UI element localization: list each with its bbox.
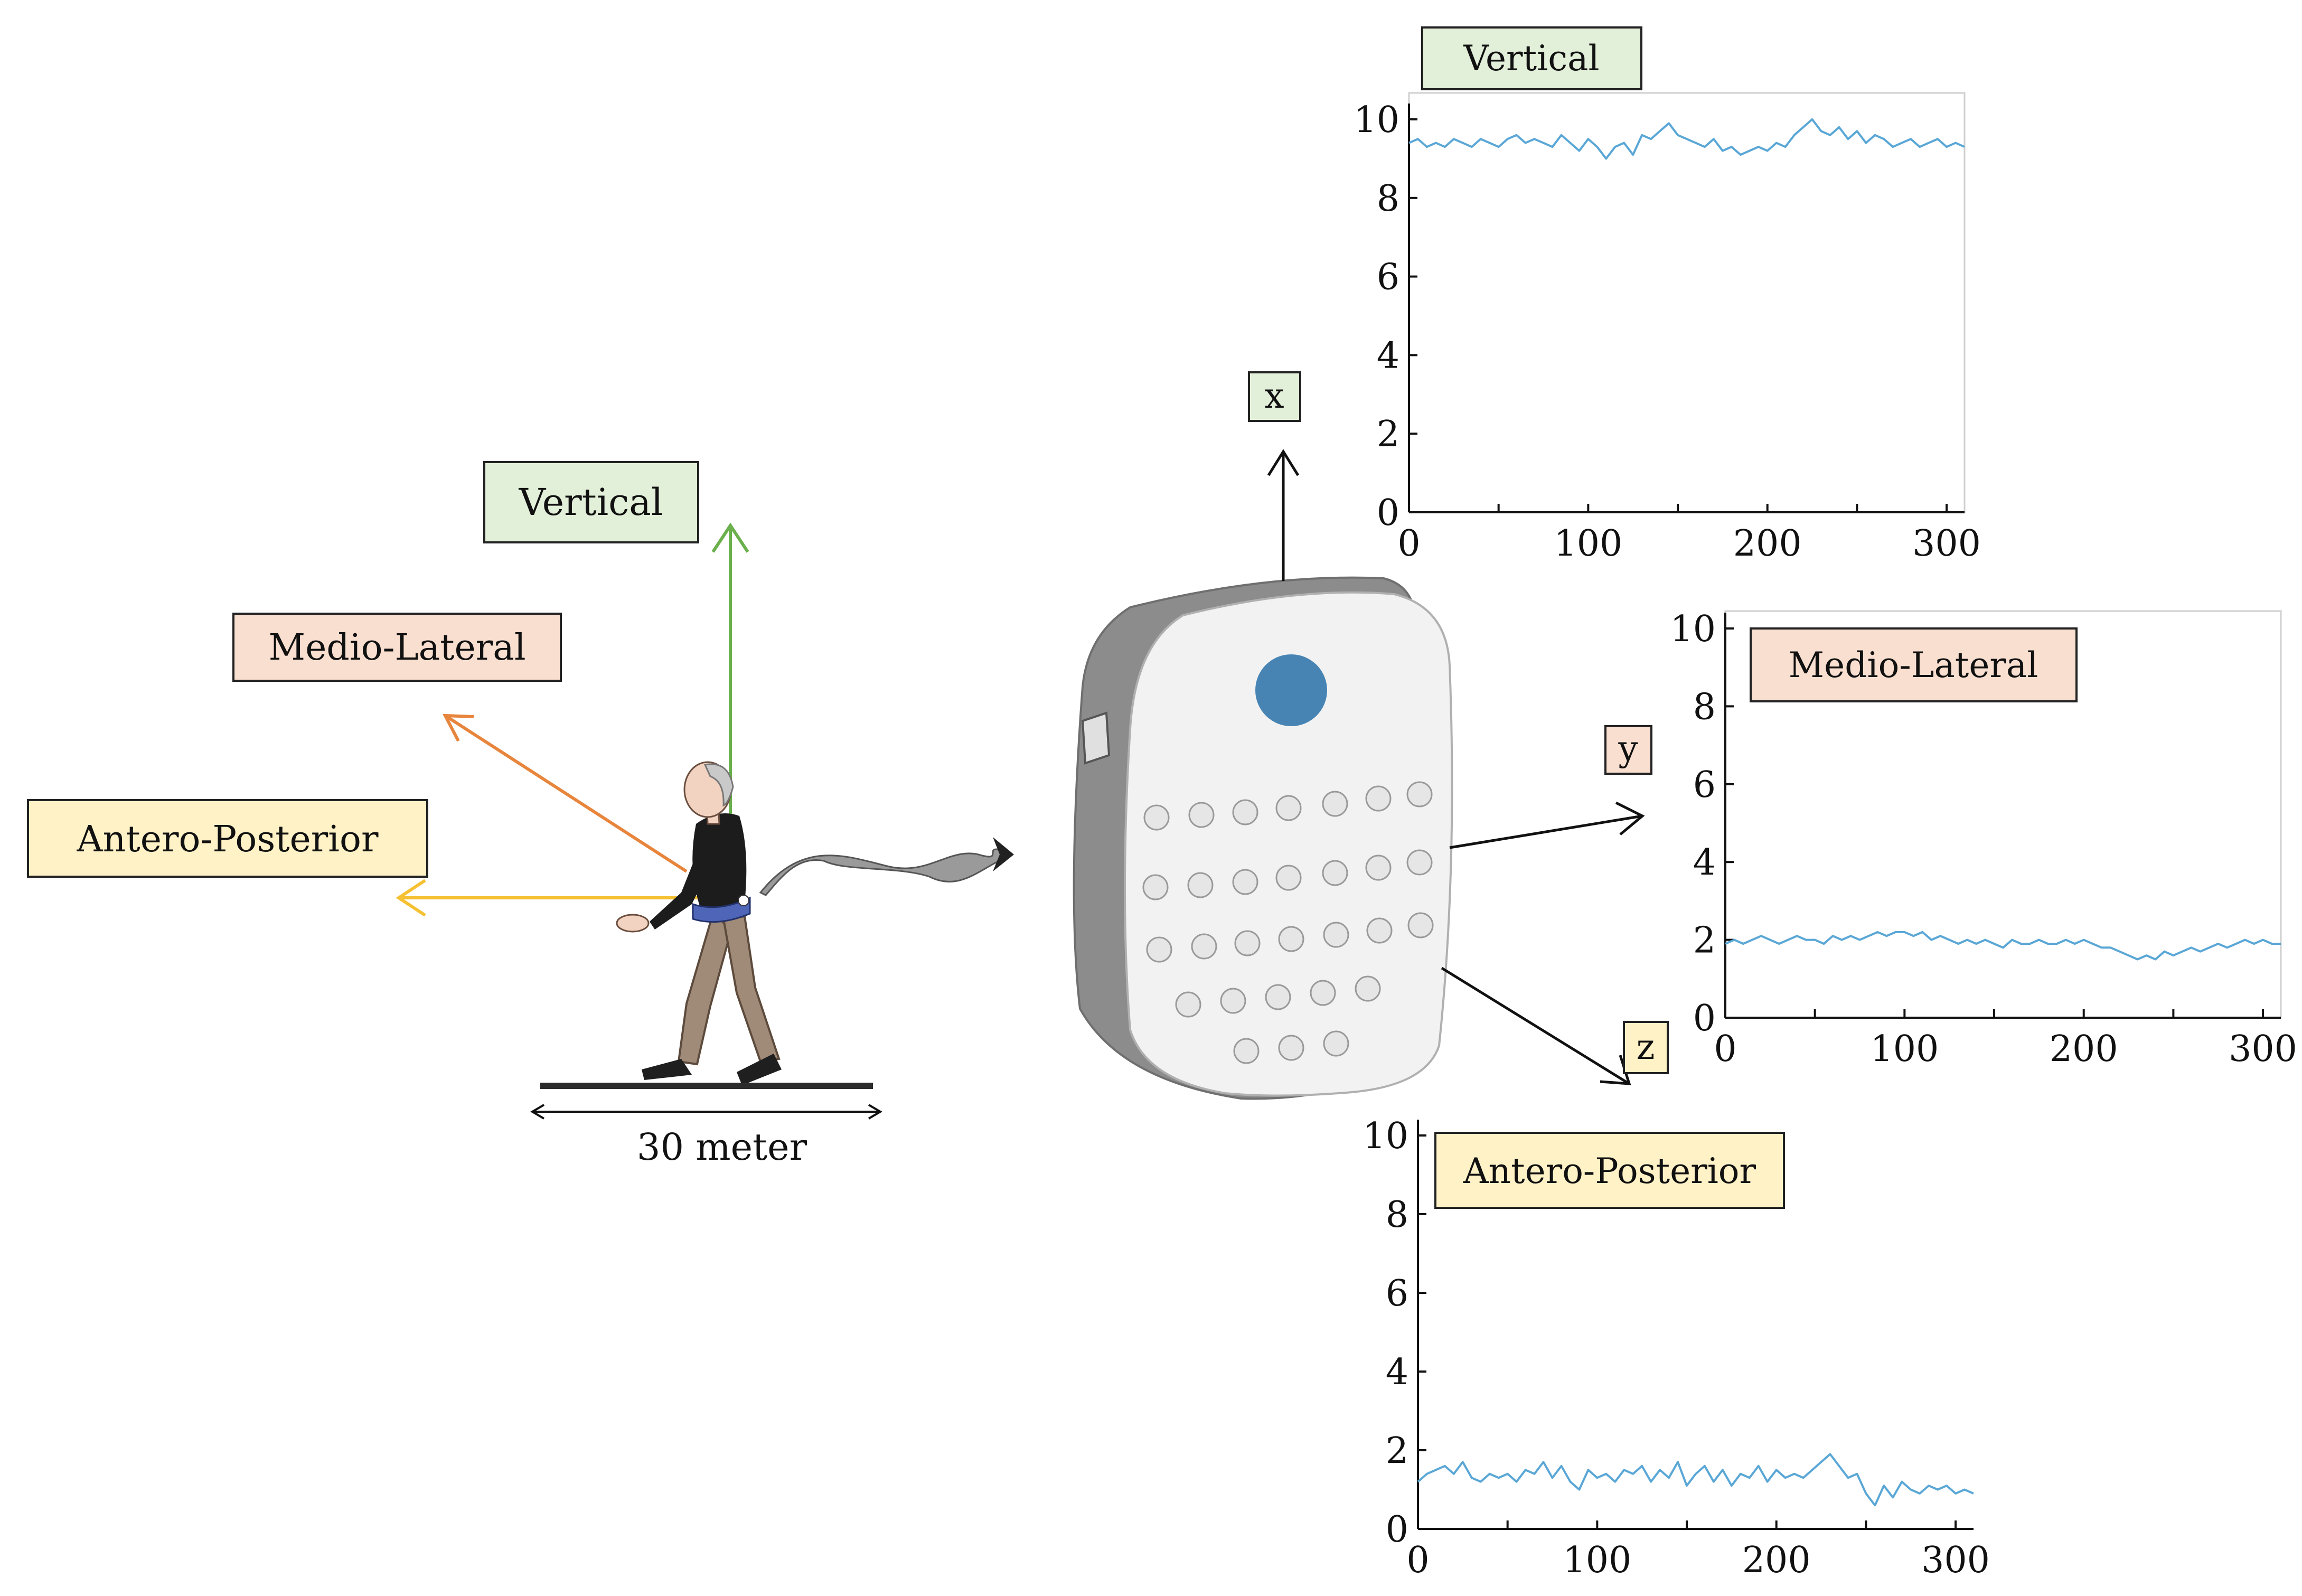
sensor-z-label: z [1637, 1027, 1655, 1067]
zoom-ribbon [759, 848, 1007, 896]
vertical-y-tick-label: 8 [1377, 178, 1399, 220]
antero-posterior-y-tick-label: 0 [1386, 1509, 1408, 1551]
front-leg [722, 915, 781, 1063]
medio-lateral-y-tick-label: 8 [1693, 686, 1716, 728]
sensor-x-label-box [1248, 371, 1301, 422]
medio-lateral-label-box [232, 613, 562, 682]
medio-lateral-plot-title-box [1750, 627, 2078, 702]
arm [650, 840, 716, 930]
medio-lateral-y-tick-label: 10 [1670, 608, 1716, 650]
medio-lateral-x-tick-label: 0 [1714, 1028, 1736, 1070]
sensor-axes: x y z [1248, 371, 1669, 1085]
medio-lateral-axis-arrow [444, 714, 688, 873]
antero-posterior-plot-title-box [1434, 1132, 1785, 1209]
antero-posterior-y-tick-label: 2 [1386, 1430, 1408, 1472]
vertical-axis-arrowhead [711, 522, 749, 553]
vertical-label-box [483, 461, 699, 543]
vertical-y-tick-label: 4 [1377, 335, 1399, 377]
medio-lateral-axis-arrowhead [442, 713, 474, 742]
vertical-signal-line [1408, 118, 1965, 160]
sensor-y-arrow [1449, 814, 1643, 849]
vertical-x-tick-label: 100 [1554, 523, 1622, 565]
antero-posterior-y-tick-label: 8 [1386, 1194, 1408, 1236]
medio-lateral-label: Medio-Lateral [268, 627, 525, 669]
antero-posterior-x-tick-label: 100 [1563, 1539, 1631, 1581]
sensor-y-label-box [1604, 725, 1652, 775]
walkway-dimension-right-head [868, 1104, 882, 1120]
antero-posterior-x-tick-label: 0 [1406, 1539, 1429, 1581]
vertical-x-tick-label: 200 [1733, 523, 1802, 565]
hand [616, 914, 650, 933]
medio-lateral-y-tick-label: 4 [1693, 842, 1716, 884]
belt-sensor-dot [738, 895, 749, 906]
medio-lateral-y-tick-label: 0 [1693, 998, 1716, 1039]
walkway-floor [540, 1083, 873, 1089]
antero-posterior-label: Antero-Posterior [77, 819, 379, 860]
sensor-side-clip [1081, 711, 1111, 765]
antero-posterior-x-tick-label: 200 [1742, 1539, 1811, 1581]
antero-posterior-plot-title: Antero-Posterior [1463, 1151, 1756, 1191]
medio-lateral-y-tick-label: 2 [1693, 920, 1716, 962]
walkway: 30 meter [530, 1083, 882, 1169]
zoom-arrowhead [993, 837, 1014, 871]
medio-lateral-x-tick-label: 100 [1870, 1028, 1939, 1070]
vertical-y-tick-label: 2 [1377, 414, 1399, 455]
vertical-plot-title-box [1421, 26, 1642, 90]
body-axes-group: Vertical Medio-Lateral Antero-Posterior [27, 461, 749, 917]
antero-posterior-axis-arrowhead [396, 879, 426, 917]
antero-posterior-y-tick-label: 4 [1386, 1351, 1408, 1393]
medio-lateral-plot-title: Medio-Lateral [1789, 645, 2038, 686]
vertical-label: Vertical [519, 481, 663, 524]
medio-lateral-x-tick-label: 200 [2050, 1028, 2118, 1070]
vertical-plot-title: Vertical [1463, 38, 1599, 79]
antero-posterior-x-tick-label: 300 [1921, 1539, 1990, 1581]
sensor-y-arrowhead [1615, 801, 1645, 835]
front-shoe [737, 1054, 782, 1085]
back-leg [677, 912, 733, 1066]
zoom-connector [759, 837, 1014, 896]
medio-lateral-y-tick-label: 6 [1693, 764, 1716, 806]
walking-person [616, 761, 782, 1085]
vertical-y-tick-label: 6 [1377, 257, 1399, 298]
vertical-y-tick-label: 0 [1377, 492, 1399, 534]
vertical-y-tick-label: 10 [1354, 99, 1399, 141]
vertical-plot-frame [1408, 92, 1966, 513]
sensor-button [1255, 654, 1327, 726]
walkway-length-label: 30 meter [637, 1125, 807, 1169]
vertical-x-tick-label: 300 [1912, 523, 1981, 565]
torso [692, 813, 747, 914]
medio-lateral-signal-line [1725, 931, 2281, 961]
antero-posterior-label-box [27, 799, 428, 878]
sensor-x-label: x [1264, 375, 1284, 416]
hair [703, 763, 734, 807]
sensor-belt [692, 896, 751, 923]
medio-lateral-x-tick-label: 300 [2229, 1028, 2297, 1070]
sensor-front-face [1124, 591, 1453, 1097]
back-shoe [642, 1059, 692, 1080]
antero-posterior-signal-line [1417, 1453, 1974, 1507]
sensor-device [1073, 576, 1453, 1100]
sensor-x-arrowhead [1267, 449, 1300, 476]
antero-posterior-y-tick-label: 6 [1386, 1273, 1408, 1315]
antero-posterior-y-tick-label: 10 [1363, 1115, 1408, 1157]
sensor-vent-holes [1142, 781, 1434, 1064]
sensor-z-label-box [1623, 1021, 1669, 1074]
walkway-dimension-left-head [530, 1104, 545, 1120]
sensor-y-label: y [1618, 728, 1638, 769]
vertical-x-tick-label: 0 [1397, 523, 1420, 565]
sensor-z-arrow [1441, 966, 1630, 1085]
